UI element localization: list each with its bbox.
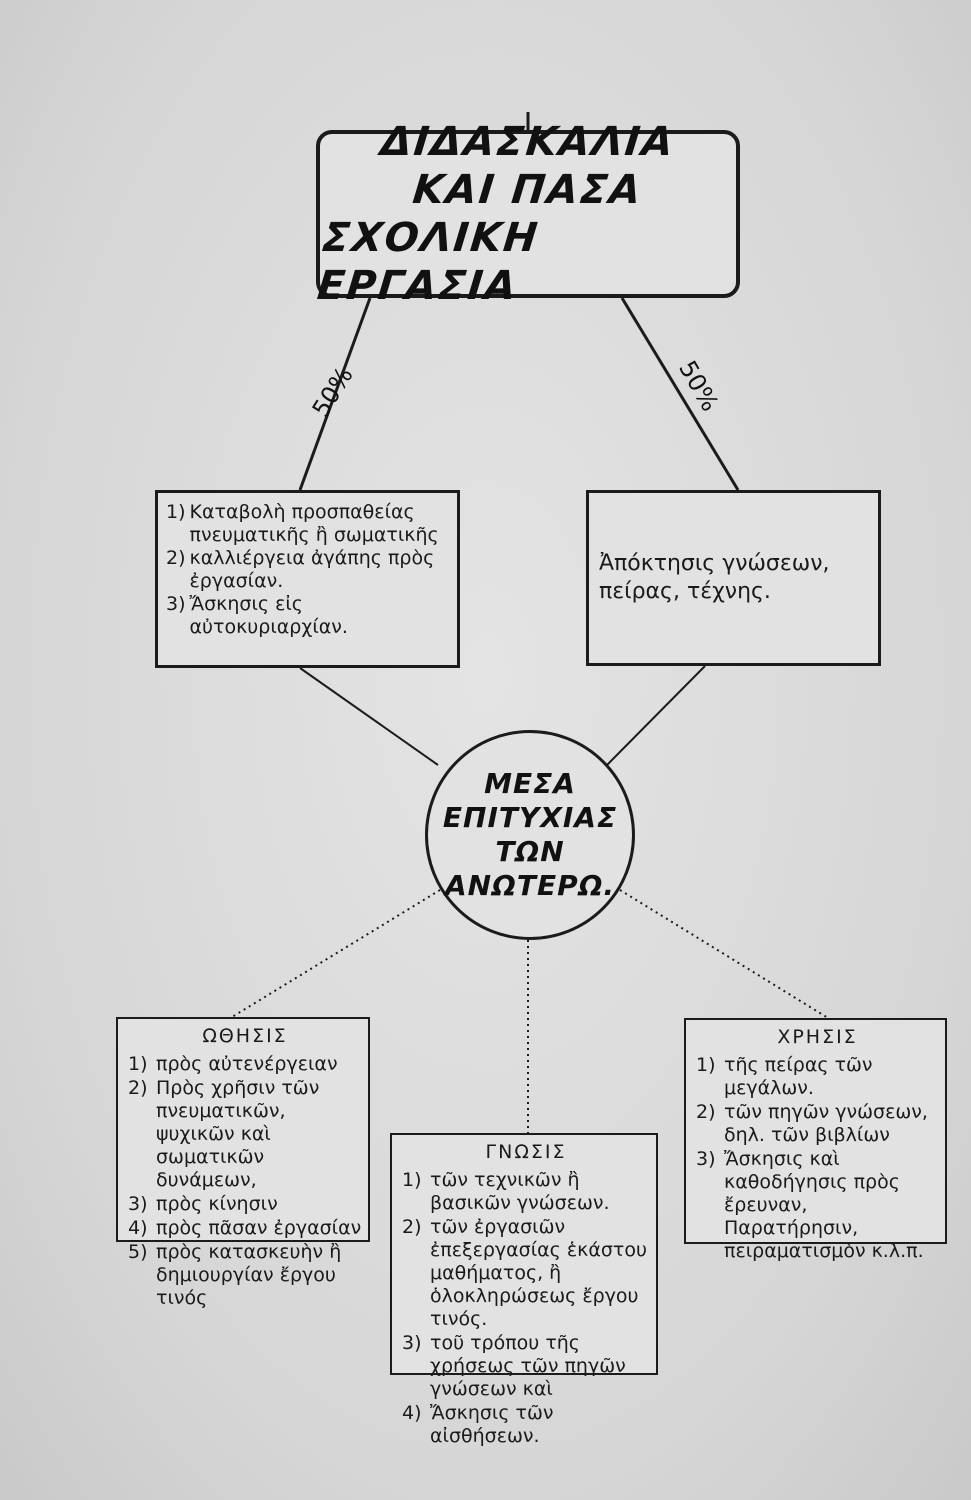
item-number: 3) [128,1193,148,1215]
left-box-item: 2) καλλιέργεια ἀγάπης πρὸς ἐργασίαν. [166,547,453,593]
item-number: 1) [128,1053,148,1075]
edge-title-right [620,297,740,491]
item-text: Ἄσκησις εἰς αὐτοκυριαρχίαν. [189,593,348,638]
item-text: Ἄσκησις τῶν αἰσθήσεων. [430,1402,554,1447]
chrisis-box: ΧΡΗΣΙΣ 1) τῆς πείρας τῶν μεγάλων. 2) τῶν π… [684,1018,947,1262]
left-box: 1) Καταβολὴ προσπαθείας πνευματικῆς ἢ σω… [155,490,460,668]
center-line-3: ΤΩΝ [495,835,565,868]
title-line-1: ΔΙΔΑΣΚΑΛΙΑ [378,119,678,165]
item-number: 1) [696,1054,716,1076]
right-box-text: Ἀπόκτησις γνώσεων, πείρας, τέχνης. [599,551,830,604]
edge-left-circle [299,667,439,766]
item-number: 5) [128,1241,148,1263]
item-number: 2) [166,547,186,569]
edge-right-circle [606,665,706,766]
list-item: 1) τῶν τεχνικῶν ἢ βασικῶν γνώσεων. [402,1169,650,1215]
left-box-item: 1) Καταβολὴ προσπαθείας πνευματικῆς ἢ σω… [166,501,453,547]
item-number: 3) [402,1332,422,1354]
list-item: 2) Πρὸς χρῆσιν τῶν πνευματικῶν, ψυχικῶν κ… [128,1077,362,1192]
item-text: τῆς πείρας τῶν μεγάλων. [724,1054,873,1099]
list-item: 1) τῆς πείρας τῶν μεγάλων. [696,1054,939,1100]
list-item: 1) πρὸς αὐτενέργειαν [128,1053,362,1076]
title-line-3: ΣΧΟΛΙΚΗ ΕΡΓΑΣΙΑ [315,215,542,309]
item-number: 2) [696,1101,716,1123]
othisis-box: ΩΘΗΣΙΣ 1) πρὸς αὐτενέργειαν 2) Πρὸς χρῆσιν… [116,1017,370,1309]
item-number: 2) [128,1077,148,1099]
center-line-2: ΕΠΙΤΥΧΙΑΣ [442,801,618,834]
item-number: 2) [402,1216,422,1238]
item-text: τοῦ τρόπου τῆς χρήσεως τῶν πηγῶν γνώσεων… [430,1332,626,1400]
item-text: πρὸς πᾶσαν ἐργασίαν [156,1217,362,1239]
gnosis-box: ΓΝΩΣΙΣ 1) τῶν τεχνικῶν ἢ βασικῶν γνώσεων.… [390,1133,658,1447]
gnosis-heading: ΓΝΩΣΙΣ [485,1141,567,1163]
item-number: 4) [402,1402,422,1424]
item-text: Ἄσκησις καὶ καθοδήγησις πρὸς ἔρευναν, Πα… [724,1148,924,1262]
chrisis-heading: ΧΡΗΣΙΣ [777,1026,858,1048]
othisis-heading: ΩΘΗΣΙΣ [202,1025,288,1047]
item-text: Καταβολὴ προσπαθείας πνευματικῆς ἢ σωματ… [189,501,439,546]
center-line-1: ΜΕΣΑ [484,767,576,800]
list-item: 2) τῶν ἐργασιῶν ἐπεξεργασίας ἑκάστου μαθή… [402,1216,650,1331]
list-item: 4) Ἄσκησις τῶν αἰσθήσεων. [402,1402,650,1448]
list-item: 4) πρὸς πᾶσαν ἐργασίαν [128,1217,362,1240]
title-box: ΔΙΔΑΣΚΑΛΙΑ ΚΑΙ ΠΑΣΑ ΣΧΟΛΙΚΗ ΕΡΓΑΣΙΑ [315,119,740,309]
item-text: καλλιέργεια ἀγάπης πρὸς ἐργασίαν. [189,547,435,592]
item-number: 1) [402,1169,422,1191]
item-text: πρὸς κίνησιν [156,1193,278,1215]
item-text: πρὸς κατασκευὴν ἢ δημιουργίαν ἔργου τινό… [156,1241,342,1309]
center-line-4: ΑΝΩΤΕΡΩ. [444,869,616,902]
item-number: 3) [166,593,186,615]
item-number: 1) [166,501,186,523]
item-text: πρὸς αὐτενέργειαν [156,1053,338,1075]
right-box: Ἀπόκτησις γνώσεων, πείρας, τέχνης. [586,490,881,666]
item-number: 4) [128,1217,148,1239]
item-number: 3) [696,1148,716,1170]
edge-circle-othisis [231,889,441,1018]
item-text: τῶν πηγῶν γνώσεων, δηλ. τῶν βιβλίων [724,1101,928,1146]
left-box-item: 3) Ἄσκησις εἰς αὐτοκυριαρχίαν. [166,593,453,639]
item-text: τῶν ἐργασιῶν ἐπεξεργασίας ἑκάστου μαθήμα… [430,1216,647,1330]
item-text: Πρὸς χρῆσιν τῶν πνευματικῶν, ψυχικῶν καὶ… [156,1077,320,1191]
center-circle: ΜΕΣΑ ΕΠΙΤΥΧΙΑΣ ΤΩΝ ΑΝΩΤΕΡΩ. [425,730,635,940]
list-item: 2) τῶν πηγῶν γνώσεων, δηλ. τῶν βιβλίων [696,1101,939,1147]
edge-title-left [298,297,372,491]
list-item: 3) Ἄσκησις καὶ καθοδήγησις πρὸς ἔρευναν, … [696,1148,939,1263]
list-item: 3) πρὸς κίνησιν [128,1193,362,1216]
title-line-2: ΚΑΙ ΠΑΣΑ [410,167,646,213]
item-text: τῶν τεχνικῶν ἢ βασικῶν γνώσεων. [430,1169,610,1214]
list-item: 3) τοῦ τρόπου τῆς χρήσεως τῶν πηγῶν γνώσε… [402,1332,650,1401]
list-item: 5) πρὸς κατασκευὴν ἢ δημιουργίαν ἔργου τι… [128,1241,362,1310]
edge-circle-chrisis [619,889,829,1019]
